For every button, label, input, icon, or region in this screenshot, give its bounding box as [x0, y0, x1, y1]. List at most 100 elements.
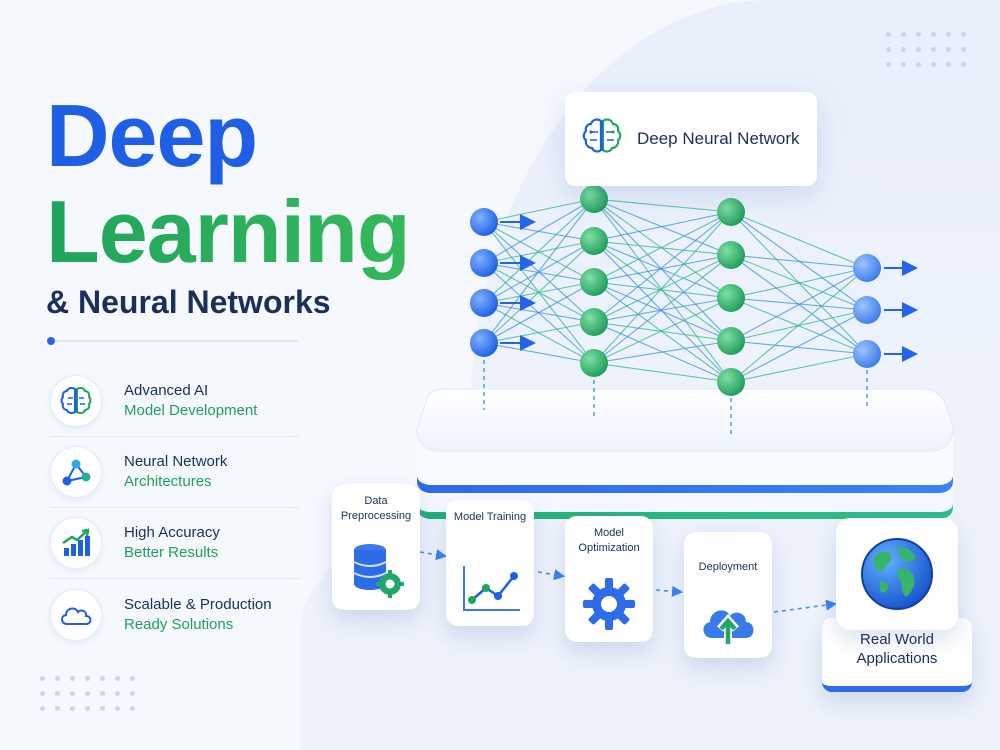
decorative-dots: [40, 676, 135, 711]
network-node: [470, 208, 498, 236]
pipeline-step-data-preprocessing: Data Preprocessing: [332, 484, 420, 610]
network-connection: [593, 211, 732, 283]
network-node: [580, 185, 608, 213]
network-platform: [416, 388, 954, 519]
divider: [47, 337, 298, 345]
pipeline-step-model-training: Model Training: [446, 500, 534, 626]
globe-icon: [836, 518, 958, 630]
network-connection: [483, 198, 595, 223]
pipeline-connector: [773, 599, 838, 613]
network-node: [717, 284, 745, 312]
hero-subtitle: & Neural Networks: [46, 284, 331, 320]
network-node: [470, 289, 498, 317]
step-label: Deployment: [698, 561, 758, 573]
feature-item: Scalable & Production Ready Solutions: [50, 579, 300, 650]
network-connection: [593, 254, 732, 283]
network-node: [853, 254, 881, 282]
network-connection: [483, 342, 595, 364]
network-connection: [483, 198, 595, 304]
network-connection: [483, 281, 595, 344]
network-connection: [730, 267, 868, 299]
network-node: [580, 349, 608, 377]
pipeline-step-model-optimization: Model Optimization: [565, 516, 653, 642]
network-connection: [593, 297, 732, 364]
pipeline-step-deployment: Deployment: [684, 532, 772, 658]
cloud-upload-icon: [684, 596, 772, 648]
decorative-dots: [886, 32, 966, 67]
gear-icon: [565, 576, 653, 632]
feature-title: Advanced AI: [124, 382, 209, 399]
network-connection: [593, 240, 732, 342]
network-connection: [593, 281, 732, 299]
brain-icon: [581, 117, 623, 162]
network-node: [717, 327, 745, 355]
feature-subtitle: Architectures: [124, 473, 212, 490]
network-connection: [593, 211, 732, 323]
feature-item: Neural Network Architectures: [50, 437, 300, 508]
feature-title: Neural Network: [124, 453, 228, 470]
feature-item: High Accuracy Better Results: [50, 508, 300, 579]
network-node: [580, 308, 608, 336]
network-connection: [593, 340, 732, 364]
feature-item: Advanced AI Model Development: [50, 366, 300, 437]
network-connection: [593, 254, 732, 323]
feature-title: High Accuracy: [124, 524, 220, 541]
network-connection: [593, 211, 732, 242]
network-connection: [593, 211, 732, 364]
network-card-label: Deep Neural Network: [637, 129, 800, 148]
network-connection: [730, 267, 868, 383]
pipeline-connector: [419, 549, 448, 561]
network-node: [717, 368, 745, 396]
step-label: Data Preprocessing: [340, 495, 412, 522]
network-connection: [483, 240, 595, 304]
feature-subtitle: Better Results: [124, 544, 219, 561]
real-world-applications: Real World Applications: [822, 518, 972, 698]
network-connection: [593, 362, 732, 383]
network-connection: [730, 254, 868, 269]
feature-subtitle: Model Development: [124, 402, 258, 419]
line-chart-icon: [446, 562, 534, 616]
growth-chart-icon: [50, 517, 102, 569]
network-connection: [730, 340, 868, 355]
network-node: [853, 340, 881, 368]
network-node: [580, 268, 608, 296]
applications-label: Real World Applications: [856, 631, 938, 667]
pipeline-connector: [537, 569, 566, 581]
network-connection: [593, 297, 732, 323]
network-connection: [483, 321, 595, 344]
feature-title: Scalable & Production: [124, 595, 272, 613]
brain-icon: [50, 375, 102, 427]
network-connection: [730, 309, 868, 383]
network-connection: [483, 198, 595, 264]
applications-label-box: Real World Applications: [822, 618, 972, 692]
step-label: Model Training: [453, 511, 527, 523]
network-node: [580, 227, 608, 255]
hero-line-deep: Deep: [46, 86, 258, 185]
hero-title: Deep Learning & Neural Networks: [46, 86, 411, 321]
network-node: [470, 249, 498, 277]
network-connection: [483, 240, 595, 344]
hero-line-learning: Learning: [46, 182, 411, 281]
network-icon: [50, 446, 102, 498]
cloud-icon: [50, 588, 102, 641]
network-connection: [730, 353, 868, 383]
step-label: Model Optimization: [578, 527, 640, 554]
database-gear-icon: [332, 538, 420, 600]
network-node: [853, 296, 881, 324]
network-connection: [593, 254, 732, 364]
network-connection: [593, 321, 732, 342]
network-node: [717, 198, 745, 226]
network-node: [717, 241, 745, 269]
network-connection: [483, 240, 595, 264]
feature-subtitle: Ready Solutions: [124, 615, 234, 633]
network-connection: [730, 211, 868, 269]
feature-list: Advanced AI Model Development Neural Net…: [50, 366, 300, 650]
network-connection: [483, 198, 595, 344]
network-node: [470, 329, 498, 357]
network-connection: [593, 198, 732, 213]
network-connection: [593, 240, 732, 299]
network-connection: [593, 240, 732, 256]
pipeline-connector: [655, 585, 684, 597]
network-connection: [593, 281, 732, 342]
